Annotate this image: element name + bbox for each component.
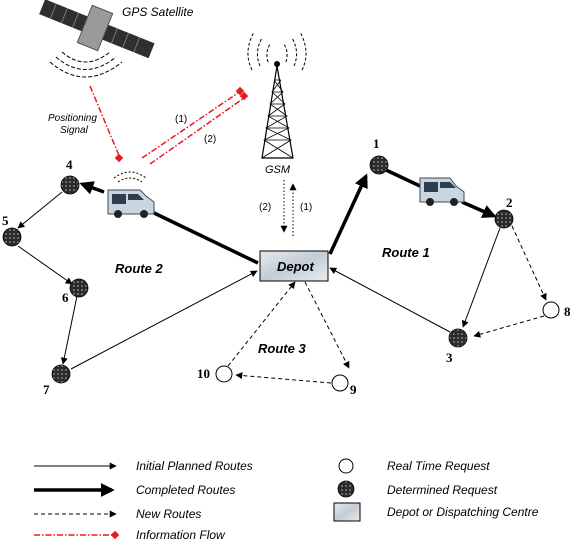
route2-completed-arrow <box>79 181 105 195</box>
determined-request-node-5 <box>2 227 22 247</box>
legend-determined-symbol <box>337 480 355 498</box>
route2-arrow-4-5 <box>17 191 63 229</box>
satellite-signal-waves-icon <box>49 51 123 78</box>
real-time-request-node-8 <box>542 301 560 319</box>
positioning-label-line2: Signal <box>60 125 89 136</box>
depot-label: Depot <box>277 259 315 274</box>
route3-new-9-10 <box>235 372 332 384</box>
determined-request-node-2 <box>494 209 514 229</box>
vehicle-route2-icon <box>107 171 155 218</box>
node-label-7: 7 <box>43 382 50 397</box>
legend-depot-label: Depot or Dispatching Centre <box>387 505 539 519</box>
legend-info-marker <box>110 530 120 540</box>
determined-request-node-6 <box>69 278 89 298</box>
determined-request-node-3 <box>448 328 468 348</box>
legend-new-label: New Routes <box>136 507 201 521</box>
gsm-tag-left: (2) <box>259 202 271 213</box>
information-flow-marker-top <box>235 86 245 96</box>
legend: Initial Planned Routes Completed Routes … <box>34 458 539 542</box>
route1-label: Route 1 <box>382 245 430 260</box>
node-label-8: 8 <box>564 304 571 319</box>
gsm-tag-right: (1) <box>300 202 312 213</box>
positioning-label-line1: Positioning <box>48 113 97 124</box>
legend-initial-label: Initial Planned Routes <box>136 459 253 473</box>
info-flow-tag-1: (1) <box>175 114 187 125</box>
route1-arrow-2-3 <box>461 227 501 328</box>
positioning-signal-flow <box>89 85 121 159</box>
determined-request-node-7 <box>51 364 71 384</box>
legend-realtime-label: Real Time Request <box>387 459 490 473</box>
gsm-tower-icon <box>247 31 307 159</box>
route3-label: Route 3 <box>258 341 306 356</box>
route1-new-8-3 <box>473 315 545 338</box>
node-label-6: 6 <box>62 290 69 305</box>
real-time-request-node-9 <box>331 374 349 392</box>
route2-label: Route 2 <box>115 261 163 276</box>
real-time-request-node-10 <box>215 365 233 383</box>
determined-request-node-4 <box>60 175 80 195</box>
node-label-5: 5 <box>2 213 9 228</box>
node-label-3: 3 <box>446 350 453 365</box>
route3-new-10-depot <box>227 281 296 367</box>
satellite-label: GPS Satellite <box>122 5 194 19</box>
node-label-10: 10 <box>197 366 210 381</box>
route2-arrow-5-6 <box>17 245 73 285</box>
route2-arrow-6-7 <box>60 295 78 365</box>
information-flow-marker-bottom <box>239 91 249 101</box>
gsm-label: GSM <box>265 164 291 176</box>
information-flow-lines <box>141 92 245 165</box>
legend-realtime-symbol <box>338 458 354 474</box>
vehicle-route1-icon <box>419 177 465 206</box>
legend-info-label: Information Flow <box>136 528 226 542</box>
route1-completed-vehicle-2 <box>461 200 497 218</box>
legend-depot-symbol <box>333 502 361 522</box>
determined-request-node-1 <box>369 155 389 175</box>
node-label-9: 9 <box>350 382 357 397</box>
route2-arrow-7-depot <box>70 270 258 370</box>
legend-determined-label: Determined Request <box>387 483 498 497</box>
node-label-1: 1 <box>373 136 380 151</box>
route2-completed-segment <box>151 210 259 265</box>
route1-arrow-3-depot <box>329 267 451 333</box>
legend-completed-label: Completed Routes <box>136 483 235 497</box>
info-flow-tag-2: (2) <box>204 134 216 145</box>
route3-new-depot-9 <box>304 281 350 369</box>
route1-completed-1-vehicle <box>385 168 421 188</box>
node-label-2: 2 <box>506 195 513 210</box>
depot-box <box>259 250 329 282</box>
positioning-signal-marker <box>114 153 124 163</box>
node-label-4: 4 <box>66 157 73 172</box>
route1-completed-depot-1 <box>328 173 368 255</box>
gps-satellite-icon <box>39 0 155 59</box>
route1-new-2-8 <box>511 225 547 301</box>
